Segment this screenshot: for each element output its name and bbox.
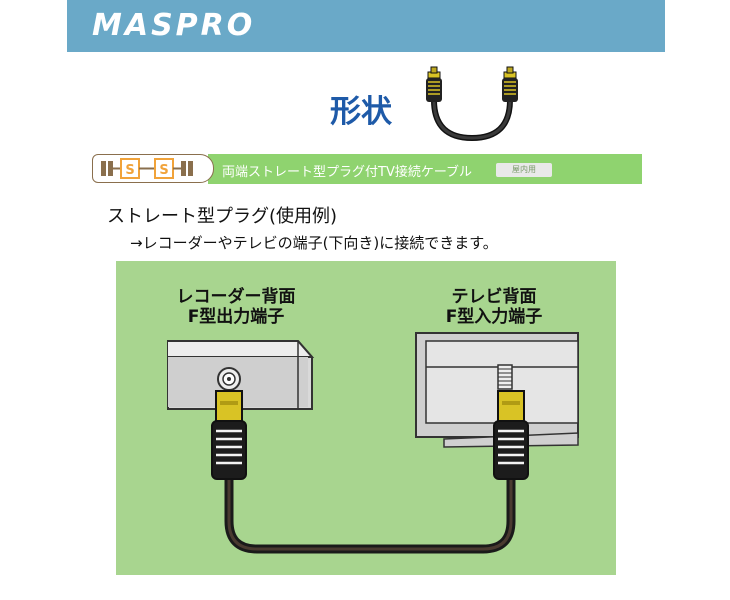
- tv-label-line2: F型入力端子: [445, 307, 543, 327]
- shape-title: 形状: [330, 94, 392, 130]
- cable-icon: [426, 66, 518, 142]
- brand-header: MASPRO: [67, 0, 665, 52]
- recorder-label: レコーダー背面 F型出力端子: [166, 287, 306, 327]
- coax-cable: [224, 473, 516, 554]
- usage-description: →レコーダーやテレビの端子(下向き)に接続できます。: [130, 234, 498, 252]
- connector-type-box: S S: [92, 154, 214, 183]
- badge-s-left: S: [125, 163, 134, 178]
- product-type-bar: S S 両端ストレート型プラグ付TV接続ケーブル 屋内用: [92, 154, 642, 184]
- recorder-label-line1: レコーダー背面: [176, 287, 296, 307]
- type-bar-background: [208, 154, 642, 184]
- right-plug: [493, 390, 529, 480]
- left-plug: [211, 390, 247, 480]
- connector-badges-icon: S S: [101, 158, 193, 179]
- tv-device: [415, 332, 579, 448]
- usage-heading: ストレート型プラグ(使用例): [107, 206, 338, 227]
- maspro-logo: MASPRO: [92, 8, 256, 43]
- product-type-label: 両端ストレート型プラグ付TV接続ケーブル: [222, 165, 473, 180]
- badge-s-right: S: [159, 163, 168, 178]
- indoor-use-badge: 屋内用: [496, 163, 552, 177]
- connection-illustration: [167, 332, 579, 554]
- usage-diagram: レコーダー背面 F型出力端子 テレビ背面 F型入力端子: [116, 261, 616, 575]
- tv-label-line1: テレビ背面: [451, 287, 537, 307]
- tv-label: テレビ背面 F型入力端子: [434, 287, 554, 327]
- recorder-label-line2: F型出力端子: [187, 307, 285, 327]
